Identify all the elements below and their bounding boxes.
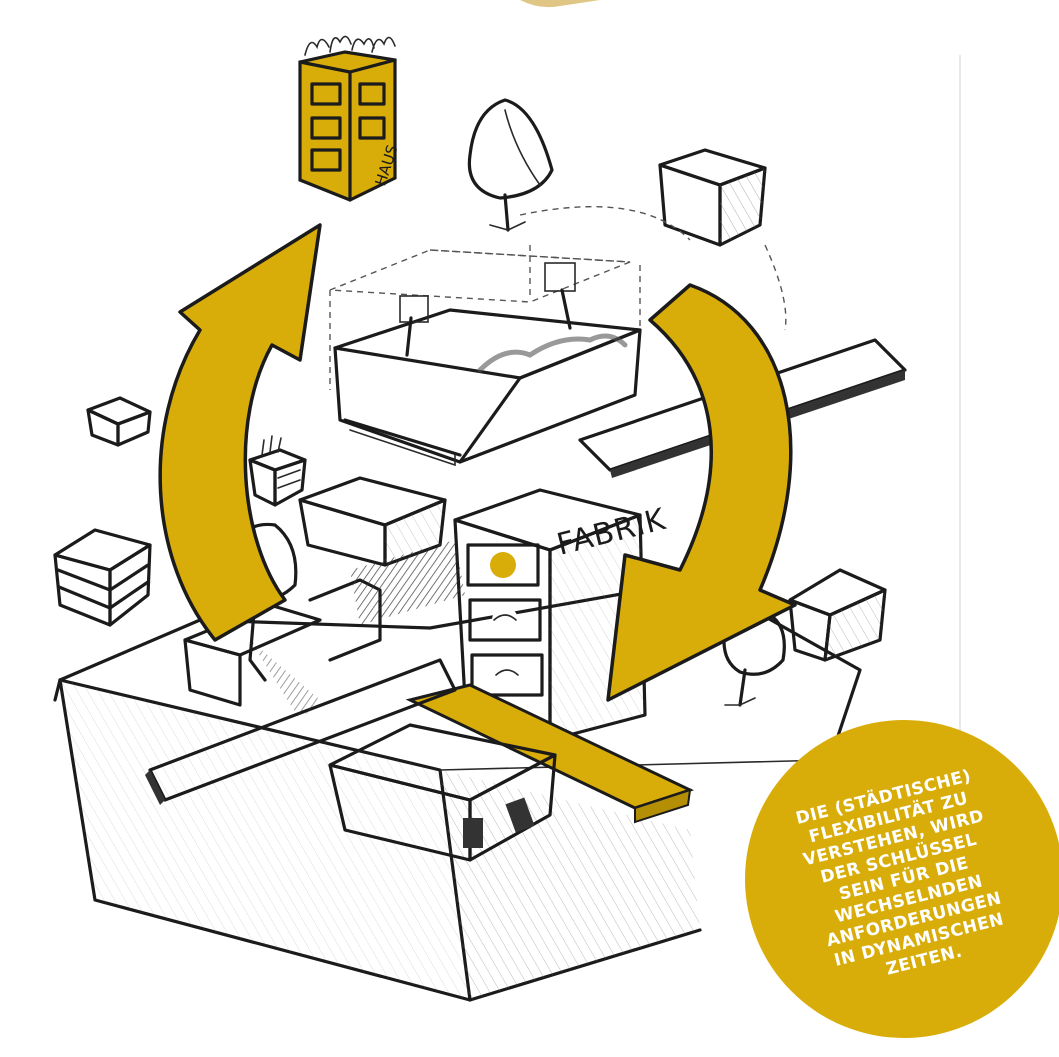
small-box-planter xyxy=(250,436,305,505)
callout-badge: DIE (STÄDTISCHE) FLEXIBILITÄT ZU VERSTEH… xyxy=(745,720,1059,1038)
haus-building: HAUS xyxy=(300,36,402,200)
left-box-stack xyxy=(55,530,150,625)
tree-icon xyxy=(469,100,552,230)
cube-icon xyxy=(660,150,765,245)
small-box-left-top xyxy=(88,398,150,445)
floating-garden-plate xyxy=(330,245,640,465)
right-box xyxy=(790,570,885,660)
callout-text: DIE (STÄDTISCHE) FLEXIBILITÄT ZU VERSTEH… xyxy=(765,758,1044,999)
base-platform xyxy=(55,580,860,1000)
arrow-icon xyxy=(608,285,795,700)
